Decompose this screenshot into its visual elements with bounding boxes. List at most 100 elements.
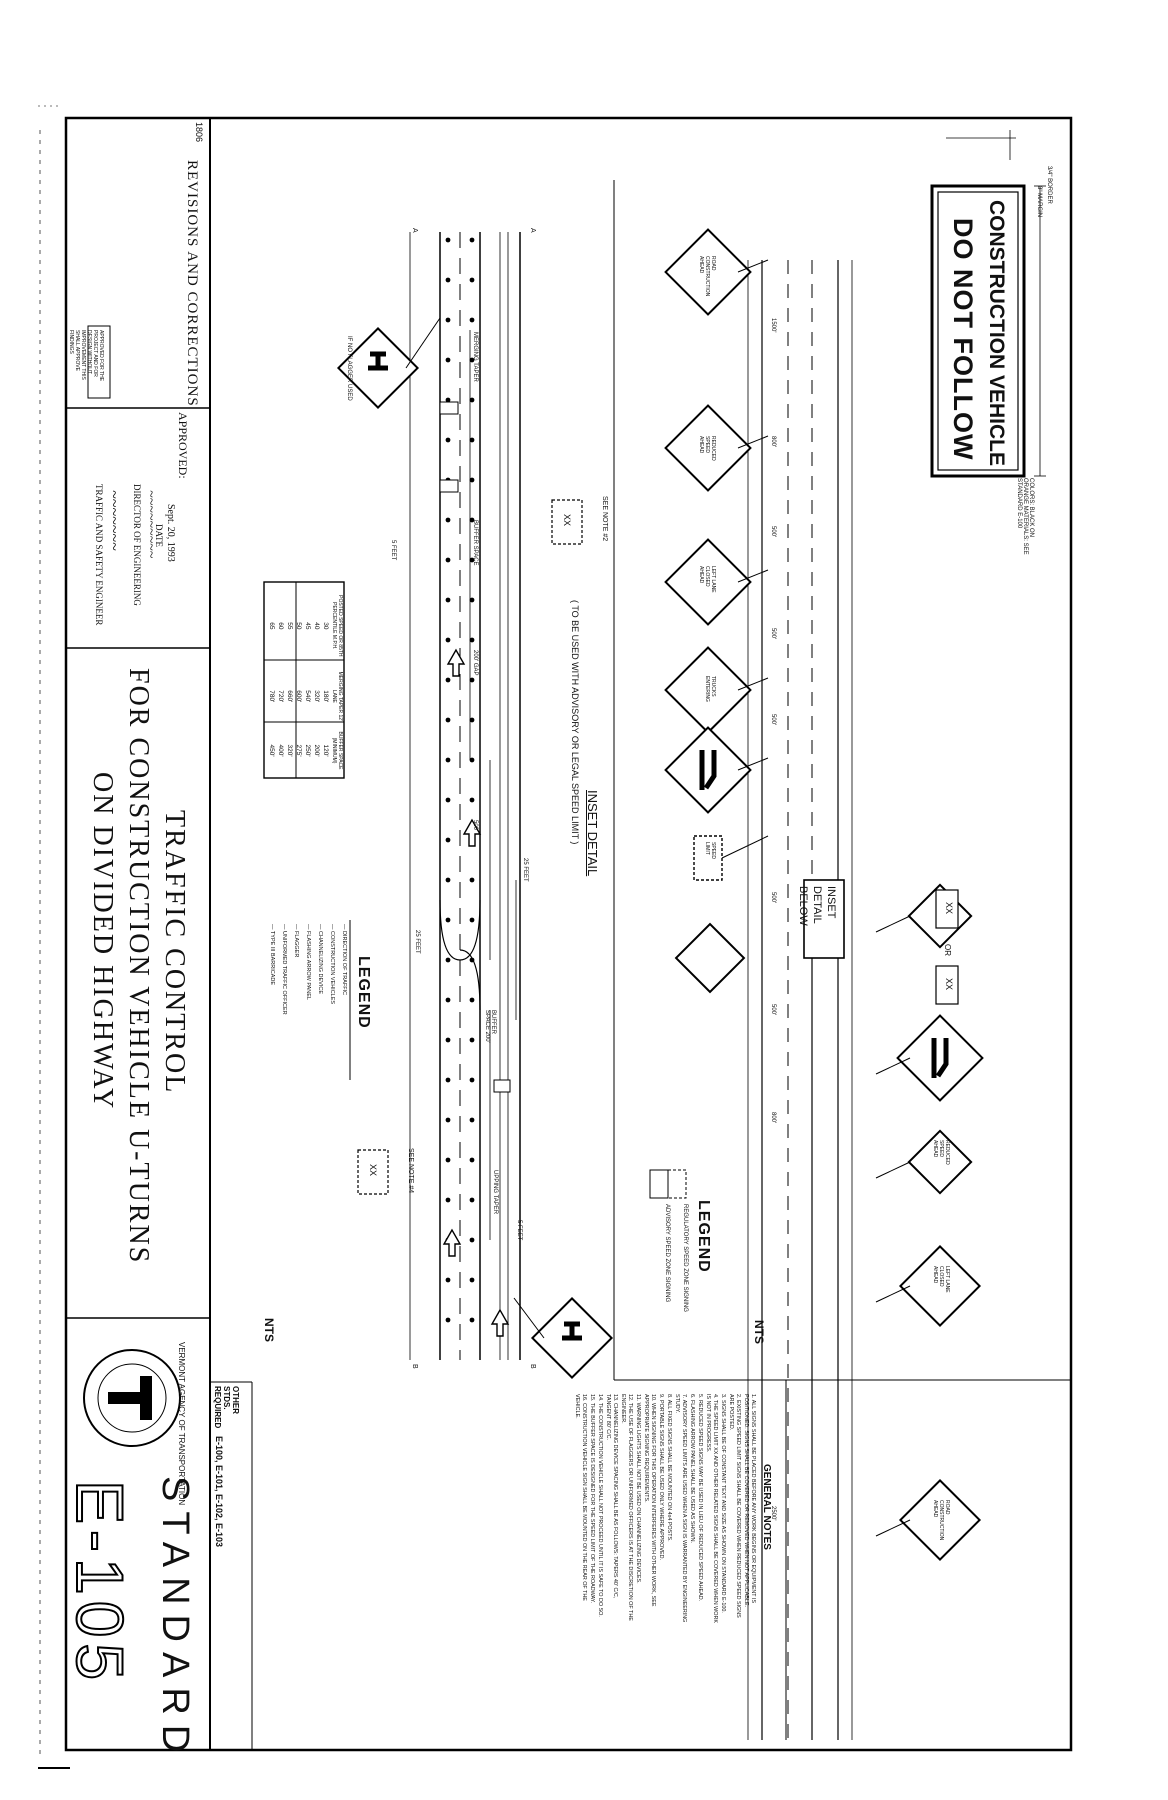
channelizing-device xyxy=(445,677,451,683)
sign-dim-border: 3/4" BORDER xyxy=(1046,166,1052,204)
speed-table-cell: 720' xyxy=(277,690,284,703)
channelizing-device xyxy=(469,397,475,403)
channelizing-device xyxy=(469,717,475,723)
speed-limit-sign xyxy=(693,835,769,881)
other-stds-label: OTHER STDS. REQUIRED xyxy=(213,1386,240,1429)
channelizing-device xyxy=(469,277,475,283)
general-note: 3. SIGNS SHALL BE OF CONSTANT TEXT AND S… xyxy=(720,1394,726,1613)
general-note: 14. THE CONSTRUCTION VEHICLE SHALL NOT P… xyxy=(597,1394,603,1617)
general-notes-list: 1. ALL SIGNS SHALL BE PLACED BEFORE ANY … xyxy=(256,1394,756,1624)
inset-detail-box xyxy=(803,879,845,959)
sign-xx-left xyxy=(935,889,959,929)
speed-table-cell: 200' xyxy=(313,744,320,757)
standard-label: STANDARD xyxy=(154,1476,196,1763)
general-note: 6. FLASHING ARROW PANEL SHALL BE USED AS… xyxy=(689,1394,695,1543)
distance-label: 800' xyxy=(770,1112,776,1124)
sign-label-road-construction: ROAD CONSTRUCTION AHEAD xyxy=(698,256,716,297)
general-note: 1. ALL SIGNS SHALL BE PLACED BEFORE ANY … xyxy=(743,1394,756,1607)
channelizing-device xyxy=(469,757,475,763)
inset-marker-a1: A xyxy=(411,228,418,233)
channelizing-device xyxy=(445,637,451,643)
signer2-title: TRAFFIC AND SAFETY ENGINEER xyxy=(94,484,104,626)
channelizing-device xyxy=(445,957,451,963)
inset-subtitle: ( TO BE USED WITH ADVISORY OR LEGAL SPEE… xyxy=(570,600,580,845)
speed-table-cell: 450' xyxy=(268,744,275,757)
revision-stamp xyxy=(87,325,111,399)
top-legend-title: LEGEND xyxy=(695,1200,712,1273)
channelizing-device xyxy=(469,357,475,363)
channelizing-device xyxy=(445,1277,451,1283)
channelizing-device xyxy=(469,597,475,603)
speed-table-header: POSTED SPEED OR 85TH PERCENTILE M.P.H. xyxy=(331,595,343,657)
channelizing-device xyxy=(445,877,451,883)
distance-label: 500' xyxy=(770,628,776,640)
sign-label-speed-limit: SPEED LIMIT xyxy=(704,842,716,859)
general-note: 2. EXISTING SPEED LIMIT SIGNS SHALL BE C… xyxy=(728,1394,741,1618)
channelizing-devices xyxy=(445,237,475,1323)
signature-2: ~~~~~~~ xyxy=(105,490,122,551)
channelizing-device xyxy=(445,1157,451,1163)
channelizing-device xyxy=(445,797,451,803)
general-note: 5. REDUCED SPEED SIGNS MAY BE USED IN LI… xyxy=(697,1394,703,1602)
distance-label: 500' xyxy=(770,714,776,726)
channelizing-device xyxy=(445,997,451,1003)
legend-item: — CONSTRUCTION VEHICLES xyxy=(329,924,335,1005)
top-legend-item-1: REGULATORY SPEED ZONE SIGNING xyxy=(682,1204,688,1312)
flagger-note: IF NO FLAGGER USED xyxy=(346,336,352,401)
see-note-4: SEE NOTE #4 xyxy=(407,1148,414,1194)
channelizing-device xyxy=(469,917,475,923)
speed-table-cell: 60 xyxy=(277,622,284,630)
inset-marker-b1: B xyxy=(411,1364,418,1369)
general-note: 9. PORTABLE SIGNS SHALL BE USED ONLY WHE… xyxy=(658,1394,664,1560)
arrow-panels xyxy=(439,401,511,1093)
gap-label: 200' GAP xyxy=(472,650,478,676)
inset-xx-1: XX xyxy=(562,514,572,527)
speed-table-cell: 660' xyxy=(286,690,293,703)
channelizing-device xyxy=(469,877,475,883)
cv-sign-line2: DO NOT FOLLOW xyxy=(948,218,978,461)
channelizing-device xyxy=(469,677,475,683)
legend-item: — DIRECTION OF TRAFFIC xyxy=(341,924,347,996)
cv-sign-line1: CONSTRUCTION VEHICLE xyxy=(985,200,1008,467)
channelizing-device xyxy=(445,557,451,563)
channelizing-device xyxy=(445,317,451,323)
speed-table-row: 60 720' 400' xyxy=(276,582,285,778)
inset-title: INSET DETAIL xyxy=(585,790,600,877)
channelizing-device xyxy=(445,717,451,723)
channelizing-device xyxy=(469,557,475,563)
general-note: 4. THE SPEED LIMIT XX AND OTHER RELATED … xyxy=(705,1394,718,1623)
channelizing-device xyxy=(469,317,475,323)
channelizing-device xyxy=(469,637,475,643)
signer1-title: DIRECTOR OF ENGINEERING xyxy=(132,484,142,606)
top-nts: NTS xyxy=(752,1320,766,1344)
speed-table-header: BUFFER SPACE (MINIMUM) xyxy=(331,731,343,770)
general-note: 16. CONSTRUCTION VEHICLE SIGN SHALL BE M… xyxy=(574,1394,587,1601)
inset-speed-limit-sign xyxy=(551,499,583,545)
speed-table-cell: 320' xyxy=(313,690,320,703)
inset-nts: NTS xyxy=(262,1318,276,1342)
other-stds-value: E-100, E-101, E-102, E-103 xyxy=(214,1436,224,1548)
approved-date: Sept. 20, 1993 xyxy=(165,504,176,562)
distance-label: 800' xyxy=(770,436,776,448)
channelizing-device xyxy=(469,437,475,443)
speed-table: POSTED SPEED OR 85TH PERCENTILE M.P.H.ME… xyxy=(264,582,344,778)
speed-table-cell: 50 xyxy=(295,622,302,630)
speed-table-cell: 45 xyxy=(304,622,311,630)
channelizing-device xyxy=(445,277,451,283)
general-note: 13. CHANNELIZING DEVICE SPACING SHALL BE… xyxy=(605,1394,618,1599)
drawing-title-line1: TRAFFIC CONTROL xyxy=(159,810,190,1095)
speed-table-cell: 540' xyxy=(304,690,311,703)
sign-label-reduced-speed: REDUCED SPEED AHEAD xyxy=(698,436,716,461)
channelizing-device xyxy=(445,837,451,843)
top-legend-item-2: ADVISORY SPEED ZONE SIGNING xyxy=(664,1204,670,1303)
speed-table-cell: 320' xyxy=(286,744,293,757)
inset-marker-b2: B xyxy=(529,1364,536,1369)
standard-number: E-105 xyxy=(62,1479,138,1687)
or-label: OR xyxy=(943,944,952,956)
general-note: 10. WHEN SIGNING FOR THIS OPERATION INTE… xyxy=(643,1394,656,1607)
speed-table-cell: 400' xyxy=(277,744,284,757)
